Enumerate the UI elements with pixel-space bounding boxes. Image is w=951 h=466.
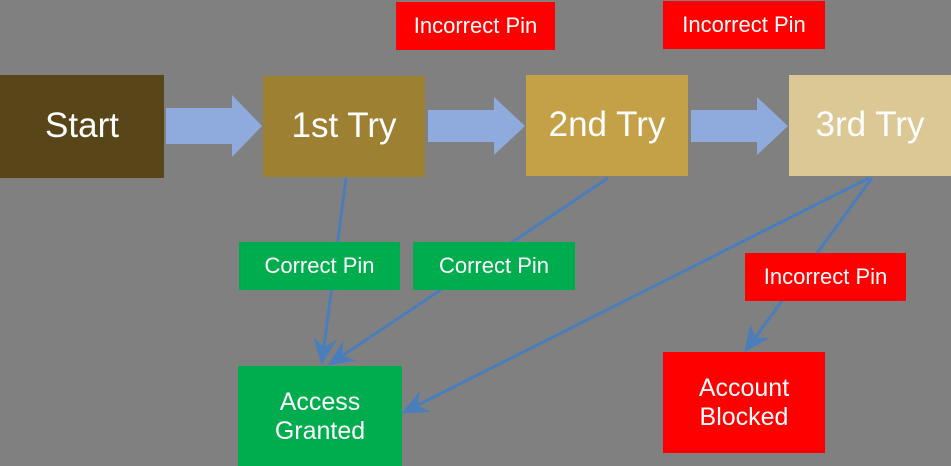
edge-label-incorrect-pin-3[interactable]: Incorrect Pin [745,253,906,301]
node-account-blocked-line2: Blocked [699,402,789,431]
node-start-label: Start [45,106,119,146]
node-start[interactable]: Start [0,75,164,178]
edge-label-correct-pin-1[interactable]: Correct Pin [239,242,400,290]
node-2nd-try[interactable]: 2nd Try [526,75,688,176]
node-access-granted-line2: Granted [274,416,366,445]
node-2nd-try-label: 2nd Try [548,105,666,145]
node-access-granted-line1: Access [279,387,361,416]
node-account-blocked[interactable]: Account Blocked [663,352,825,453]
node-3rd-try-label: 3rd Try [815,105,925,145]
edge-label-incorrect-pin-2[interactable]: Incorrect Pin [663,1,825,49]
edge-label-correct-pin-2-text: Correct Pin [438,253,550,278]
edge-label-correct-pin-2[interactable]: Correct Pin [413,242,575,290]
edge-label-incorrect-pin-3-text: Incorrect Pin [763,264,888,289]
block-arrow-start-to-try1 [166,95,262,157]
block-arrow-try2-to-try3 [691,97,788,155]
block-arrow-try1-to-try2 [428,97,525,155]
node-account-blocked-line1: Account [698,373,790,402]
edge-label-incorrect-pin-1[interactable]: Incorrect Pin [396,2,555,50]
edge-label-correct-pin-1-text: Correct Pin [264,253,375,278]
node-access-granted[interactable]: Access Granted [238,366,402,466]
node-3rd-try[interactable]: 3rd Try [789,75,951,176]
edge-label-incorrect-pin-2-text: Incorrect Pin [682,12,806,37]
edge-label-incorrect-pin-1-text: Incorrect Pin [413,13,538,38]
node-1st-try[interactable]: 1st Try [263,76,425,177]
node-1st-try-label: 1st Try [291,106,397,146]
